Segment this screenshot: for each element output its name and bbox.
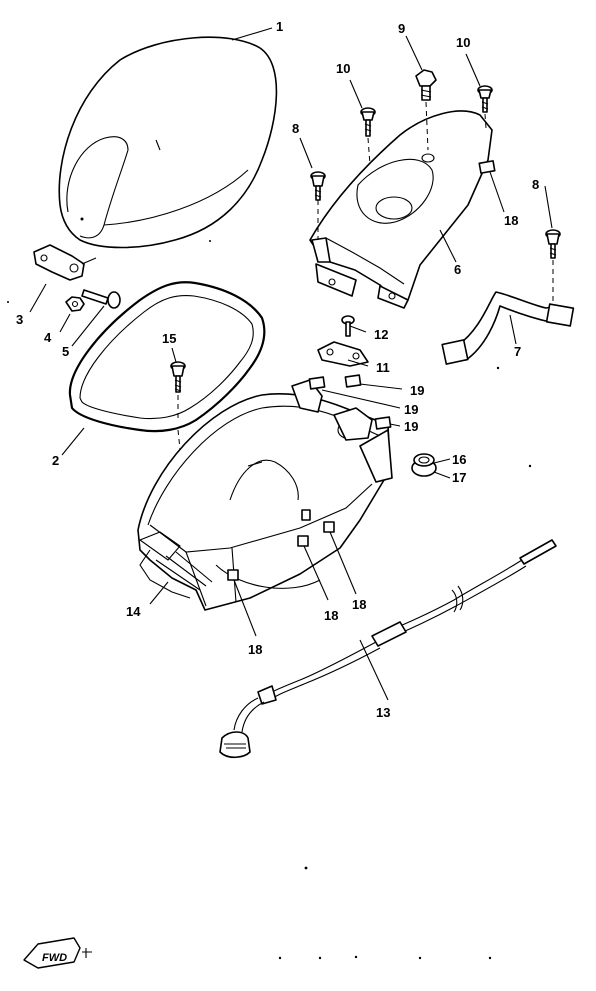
callout-6: 6 [454,262,461,277]
hinge-bracket [33,244,97,281]
screw-12 [341,315,355,337]
callout-7: 7 [514,344,521,359]
clips-18 [227,509,335,581]
nut [65,296,85,312]
hinge-bolt [81,289,121,309]
seat-lock-cable [219,539,557,759]
screw-10-left [360,107,376,137]
callout-19-b: 19 [404,402,418,417]
callout-1: 1 [276,19,283,34]
guide-line [484,113,487,129]
callout-17: 17 [452,470,466,485]
callout-8-right: 8 [532,177,539,192]
fwd-label: FWD [42,952,67,964]
callouts: 1 2 3 4 5 6 7 8 8 9 10 10 11 12 13 14 15… [16,19,539,720]
callout-4: 4 [44,330,52,345]
screw-8-right [545,229,561,259]
callout-10-right: 10 [456,35,470,50]
bolt-9 [415,69,437,101]
seal-gasket [68,281,266,433]
nuts-19 [308,374,392,430]
screw-10-right [477,85,493,113]
seat [58,36,278,249]
callout-3: 3 [16,312,23,327]
scan-specks [7,240,532,960]
callout-19-c: 19 [404,419,418,434]
callout-14: 14 [126,604,141,619]
guide-line [425,101,429,151]
screw-15 [170,361,186,393]
leader-lines [29,27,553,701]
callout-18-c: 18 [352,597,366,612]
callout-2: 2 [52,453,59,468]
callout-18-d: 18 [504,213,518,228]
callout-10-left: 10 [336,61,350,76]
callout-18-a: 18 [248,642,262,657]
support-stay [441,291,575,365]
grommet-16-17 [411,453,437,477]
callout-15: 15 [162,331,176,346]
callout-16: 16 [452,452,466,467]
callout-11: 11 [376,360,390,375]
fwd-arrow-badge: FWD [23,937,92,969]
callout-18-b: 18 [324,608,338,623]
callout-9: 9 [398,21,405,36]
lock-bracket-11 [317,341,369,367]
storage-box [137,379,393,611]
inner-cover [309,110,493,309]
callout-12: 12 [374,327,388,342]
callout-19-a: 19 [410,383,424,398]
callout-13: 13 [376,705,390,720]
callout-8-left: 8 [292,121,299,136]
screw-8-left [310,171,326,201]
callout-5: 5 [62,344,69,359]
clip-18-top [478,160,496,174]
guide-line [367,137,371,166]
